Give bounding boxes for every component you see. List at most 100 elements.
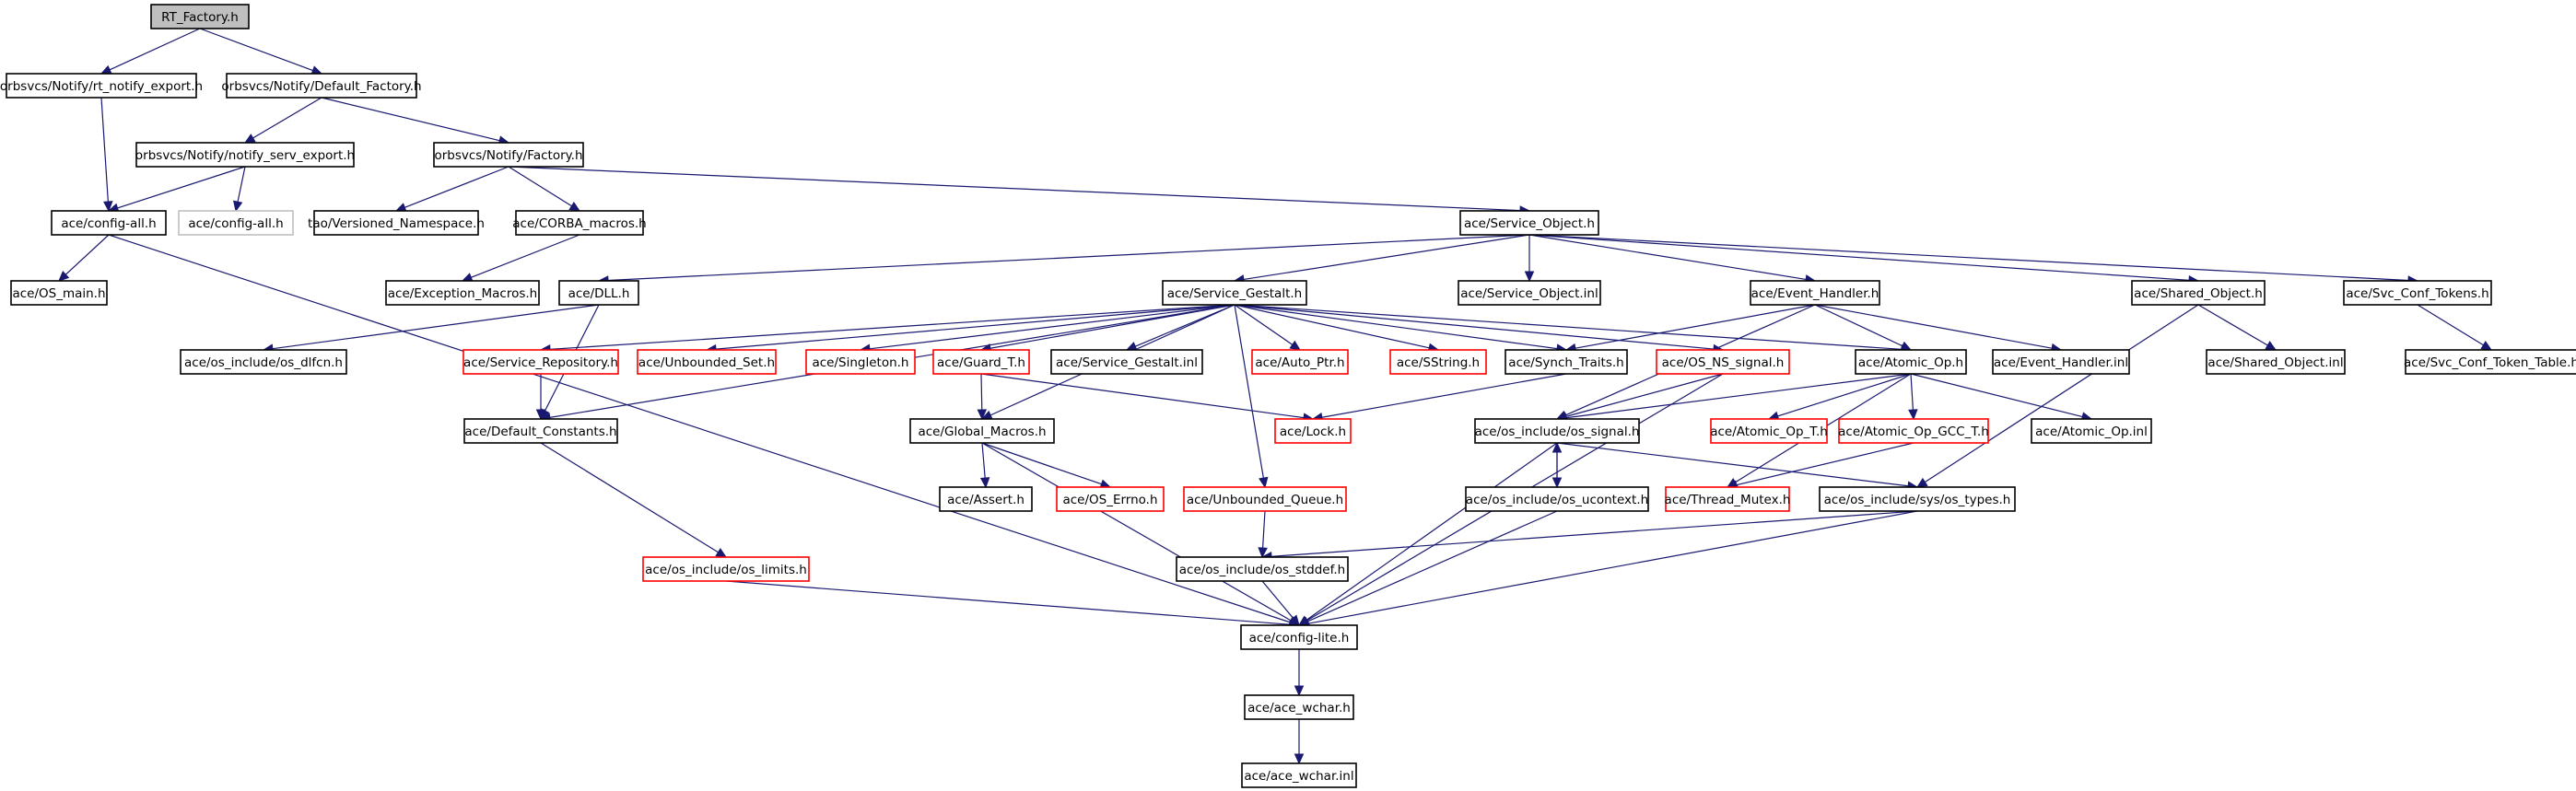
node-os-stddef[interactable]: ace/os_include/os_stddef.h [1176,556,1349,582]
node-box [1838,418,1989,444]
node-os-ns-signal[interactable]: ace/OS_NS_signal.h [1656,349,1790,375]
node-os-dlfcn[interactable]: ace/os_include/os_dlfcn.h [180,349,347,375]
node-versioned-ns[interactable]: tao/Versioned_Namespace.h [308,210,485,236]
edge-service-gestalt-to-guard-t [979,304,1235,354]
edge-line [2417,304,2484,346]
edge-line [869,304,1235,350]
node-os-limits[interactable]: ace/os_include/os_limits.h [642,556,810,582]
node-default-constants[interactable]: ace/Default_Constants.h [463,418,618,444]
edge-svc-conf-tokens-to-svc-conf-token-table [2417,304,2493,351]
edge-atomic-op-to-atomic-op-t [1767,373,1912,421]
node-rt-factory[interactable]: RT_Factory.h [150,4,250,29]
edge-line [1234,304,1264,479]
node-corba-macros[interactable]: ace/CORBA_macros.h [512,210,647,236]
node-config-all-gray[interactable]: ace/config-all.h [178,210,294,236]
node-factory[interactable]: orbsvcs/Notify/Factory.h [433,142,584,168]
node-os-ucontext[interactable]: ace/os_include/os_ucontext.h [1465,486,1649,512]
node-box [1855,349,1967,375]
edge-arrowhead [103,201,113,213]
node-label: ace/Service_Gestalt.inl [1056,355,1198,370]
node-config-all[interactable]: ace/config-all.h [51,210,167,236]
node-box [1241,762,1357,788]
node-os-main[interactable]: ace/OS_main.h [10,280,108,306]
node-dll[interactable]: ace/DLL.h [558,280,639,306]
edge-event-handler-to-event-handler-inl [1814,304,2063,354]
node-global-macros[interactable]: ace/Global_Macros.h [909,418,1055,444]
edge-os-signal-to-os-types [1556,442,1919,491]
node-shared-object[interactable]: ace/Shared_Object.h [2131,280,2266,306]
node-service-object-inl[interactable]: ace/Service_Object.inl [1458,280,1601,306]
node-synch-traits[interactable]: ace/Synch_Traits.h [1505,349,1628,375]
node-label: ace/Singleton.h [812,355,908,370]
node-service-repository[interactable]: ace/Service_Repository.h [463,349,619,375]
node-assert[interactable]: ace/Assert.h [939,486,1033,512]
node-unbounded-queue[interactable]: ace/Unbounded_Queue.h [1183,486,1347,512]
node-label: ace/Guard_T.h [937,355,1025,370]
node-event-handler[interactable]: ace/Event_Handler.h [1750,280,1880,306]
edge-factory-to-versioned-ns [394,166,509,213]
node-os-signal[interactable]: ace/os_include/os_signal.h [1474,418,1640,444]
node-os-types[interactable]: ace/os_include/sys/os_types.h [1819,486,2016,512]
node-svc-conf-tokens[interactable]: ace/Svc_Conf_Tokens.h [2343,280,2492,306]
node-label: ace/Service_Repository.h [463,355,618,370]
node-singleton[interactable]: ace/Singleton.h [805,349,916,375]
node-guard-t[interactable]: ace/Guard_T.h [932,349,1030,375]
edge-arrowhead [1524,271,1535,283]
node-box [1056,486,1165,512]
node-box [2206,349,2346,375]
node-atomic-op-inl[interactable]: ace/Atomic_Op.inl [2031,418,2152,444]
node-service-gestalt[interactable]: ace/Service_Gestalt.h [1162,280,1307,306]
node-os-errno[interactable]: ace/OS_Errno.h [1056,486,1165,512]
node-thread-mutex[interactable]: ace/Thread_Mutex.h [1665,486,1791,512]
node-box [2031,418,2152,444]
node-box [1050,349,1203,375]
node-shared-object-inl[interactable]: ace/Shared_Object.inl [2206,349,2346,375]
node-service-object[interactable]: ace/Service_Object.h [1459,210,1599,236]
node-box [1750,280,1880,306]
node-unbounded-set[interactable]: ace/Unbounded_Set.h [637,349,777,375]
edge-atomic-op-gcc-t-to-thread-mutex [1726,442,1914,490]
node-service-gestalt-inl[interactable]: ace/Service_Gestalt.inl [1050,349,1203,375]
edge-line [508,166,572,207]
node-atomic-op-t[interactable]: ace/Atomic_Op_T.h [1710,418,1828,444]
edge-arrowhead [1915,477,1928,488]
node-auto-ptr[interactable]: ace/Auto_Ptr.h [1251,349,1349,375]
node-config-lite[interactable]: ace/config-lite.h [1240,624,1358,650]
edge-arrowhead [100,64,112,75]
node-label: ace/os_include/os_signal.h [1475,425,1640,439]
node-rt-notify-export[interactable]: orbsvcs/Notify/rt_notify_export.h [0,73,203,99]
node-notify-serv-export[interactable]: orbsvcs/Notify/notify_serv_export.h [135,142,355,168]
node-box [1819,486,2016,512]
edge-unbounded-queue-to-os-stddef [1258,510,1268,559]
edge-os-stddef-to-config-lite [1261,580,1300,626]
node-svc-conf-token-table[interactable]: ace/Svc_Conf_Token_Table.h [2404,349,2576,375]
edge-service-object-to-shared-object [1528,234,2200,285]
edge-atomic-op-to-atomic-op-gcc-t [1908,373,1918,421]
node-atomic-op-gcc-t[interactable]: ace/Atomic_Op_GCC_T.h [1838,418,1989,444]
edge-service-gestalt-to-synch-traits [1234,304,1568,354]
node-atomic-op[interactable]: ace/Atomic_Op.h [1855,349,1967,375]
edge-arrowhead [1294,685,1305,697]
node-box [932,349,1030,375]
node-label: ace/Unbounded_Queue.h [1187,493,1343,507]
node-label: ace/os_include/os_limits.h [645,563,807,577]
node-sstring[interactable]: ace/SString.h [1389,349,1487,375]
node-box [637,349,777,375]
node-box [939,486,1033,512]
edge-global-macros-to-config-lite [981,442,1301,626]
edge-line [1528,234,2409,282]
node-exception-macros[interactable]: ace/Exception_Macros.h [385,280,540,306]
edge-arrowhead [1289,614,1300,626]
node-lock[interactable]: ace/Lock.h [1274,418,1352,444]
node-box [1176,556,1349,582]
node-label: ace/os_include/sys/os_types.h [1824,493,2011,507]
edge-service-gestalt-to-os-ns-signal [1234,304,1725,355]
node-label: ace/Atomic_Op_GCC_T.h [1838,425,1989,439]
node-box [1240,624,1358,650]
node-default-factory[interactable]: orbsvcs/Notify/Default_Factory.h [221,73,422,99]
edge-line [508,166,1521,212]
node-ace-wchar-inl[interactable]: ace/ace_wchar.inl [1241,762,1357,788]
node-event-handler-inl[interactable]: ace/Event_Handler.inl [1992,349,2130,375]
edge-arrowhead [1125,342,1138,351]
node-ace-wchar[interactable]: ace/ace_wchar.h [1244,694,1354,720]
